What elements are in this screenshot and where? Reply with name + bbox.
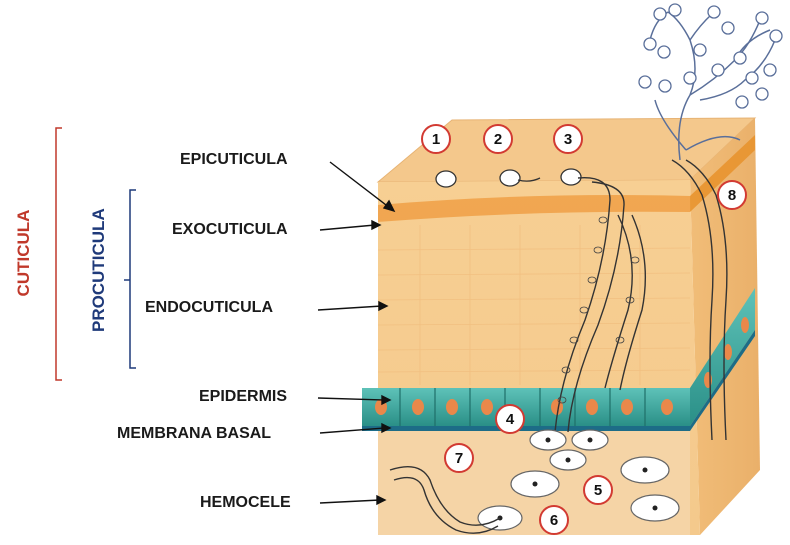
cuticula-bracket (56, 128, 62, 380)
stage-badge: 4 (495, 404, 525, 434)
epidermis-label: EPIDERMIS (199, 388, 287, 406)
procuticula-label: PROCUTICULA (89, 212, 109, 332)
stage-badge: 7 (444, 443, 474, 473)
stage-badge: 6 (539, 505, 569, 535)
epicuticula-label: EPICUTICULA (180, 151, 288, 169)
stage-badge: 2 (483, 124, 513, 154)
endocuticula-label: ENDOCUTICULA (145, 299, 273, 317)
stage-badge: 3 (553, 124, 583, 154)
procuticula-bracket (130, 190, 136, 368)
exocuticula-label: EXOCUTICULA (172, 221, 288, 239)
hemocele-label: HEMOCELE (200, 494, 291, 512)
stage-badge: 1 (421, 124, 451, 154)
cuticula-label: CUTICULA (14, 203, 34, 303)
stage-badge: 8 (717, 180, 747, 210)
stage-badge: 5 (583, 475, 613, 505)
membrana-basal-label: MEMBRANA BASAL (117, 425, 271, 443)
conidia (639, 4, 782, 108)
